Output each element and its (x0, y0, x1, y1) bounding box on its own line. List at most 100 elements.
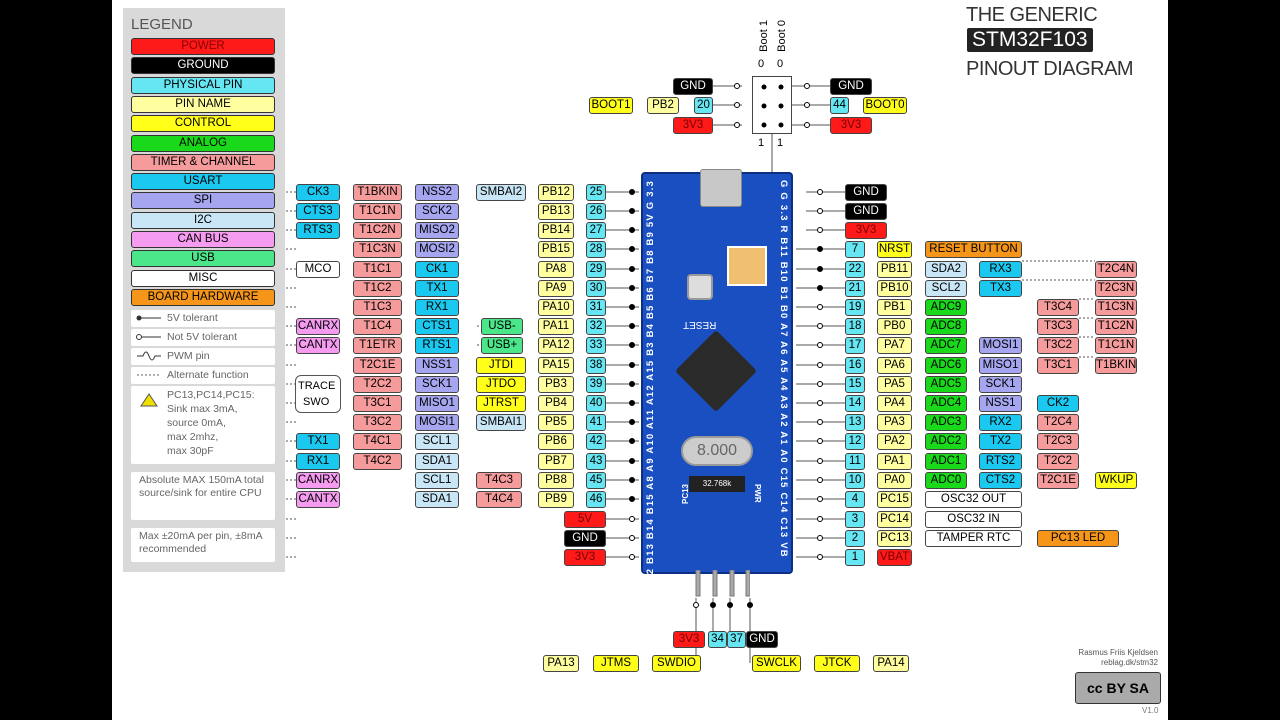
pin-label-name: PB4 (538, 395, 574, 412)
boot1-label: Boot 1 (758, 20, 770, 52)
pin-label-phys: 34 (708, 631, 727, 648)
legend-item: SPI (131, 192, 275, 210)
pin-label-gnd: GND (746, 631, 778, 648)
pin-label-name: PA10 (538, 299, 574, 316)
pin-label-phys: 12 (845, 433, 865, 450)
pin-label-tim: T3C1 (353, 395, 402, 412)
pin-label-spi: SCK1 (979, 376, 1022, 393)
pin-label-gnd: GND (845, 203, 887, 220)
pin-label-can: CANTX (296, 491, 340, 508)
pin-label-phys: 45 (586, 472, 606, 489)
pin-label-misc: MCO (296, 261, 340, 278)
mcu-chip (674, 329, 758, 413)
pin-label-spi: NSS1 (979, 395, 1022, 412)
pin-label-spi: SCK1 (415, 376, 459, 393)
reset-silkscreen: RESET (683, 319, 717, 330)
pin-label-ctrl: JTDI (476, 357, 526, 374)
pin-label-spi: NSS2 (415, 184, 459, 201)
legend-note-max20: Max ±20mA per pin, ±8mA recommended (131, 528, 275, 562)
pin-dot (804, 102, 810, 108)
legend-note-pwm: PWM pin (131, 348, 275, 365)
pin-label-tim: T1C4 (353, 318, 402, 335)
pwr-silkscreen: PWR (753, 484, 762, 503)
pin-dot (629, 400, 635, 406)
pin-label-can: CANRX (296, 318, 340, 335)
pin-label-tim: T3C3 (1037, 318, 1079, 335)
pin-label-phys: 10 (845, 472, 865, 489)
pin-label-tim: T3C1 (1037, 357, 1079, 374)
pin-label-name: PB6 (538, 433, 574, 450)
pin-label-phys: 11 (845, 453, 865, 470)
legend-note-alt: Alternate function (131, 367, 275, 384)
pin-dot (817, 323, 823, 329)
pin-dot (817, 227, 823, 233)
pin-dot (817, 208, 823, 214)
pin-dot (804, 122, 810, 128)
legend-item: ANALOG (131, 134, 275, 152)
pin-label-tim: T2C4N (1095, 261, 1137, 278)
pin-label-i2c: SCL2 (925, 280, 967, 297)
pin-label-spi: MOSI2 (415, 241, 459, 258)
pin-label-tim: T4C3 (476, 472, 522, 489)
boot-jumpers (727, 246, 767, 286)
pin-label-gnd: GND (673, 78, 713, 95)
pin-label-misc: TAMPER RTC (925, 530, 1022, 547)
pin-dot (629, 458, 635, 464)
boot-jumper-header (752, 76, 792, 134)
pin-label-name: PB13 (538, 203, 574, 220)
pin-label-pwr: 3V3 (845, 222, 887, 239)
pin-label-name: PA1 (877, 453, 912, 470)
pin-dot (629, 266, 635, 272)
legend-item: MISC (131, 269, 275, 287)
license-badge: cc BY SA (1075, 672, 1161, 704)
pin-label-phys: 27 (586, 222, 606, 239)
legend-item: POWER (131, 38, 275, 55)
pin-label-i2c: SDA2 (925, 261, 967, 278)
pin-label-phys: 40 (586, 395, 606, 412)
pin-label-usart: RTS2 (979, 453, 1022, 470)
pin-label-tim: T2C3 (1037, 433, 1079, 450)
pin-label-phys: 28 (586, 241, 606, 258)
swd-header-pins (694, 569, 751, 597)
pin-label-usart: CK2 (1037, 395, 1079, 412)
pin-label-usart: RX1 (415, 299, 459, 316)
pin-label-usart: TX3 (979, 280, 1022, 297)
pin-label-analog: ADC3 (925, 414, 967, 431)
pin-dot (629, 477, 635, 483)
reset-button (687, 274, 713, 300)
pin-dot (734, 83, 740, 89)
legend-note-not5v: Not 5V tolerant (131, 329, 275, 346)
pin-label-tim: T2C2 (353, 376, 402, 393)
pin-label-name: PC14 (877, 511, 912, 528)
pin-label-can: CANTX (296, 337, 340, 354)
pin-label-tim: T1ETR (353, 337, 402, 354)
pin-label-tim: T1C2N (353, 222, 402, 239)
boot1-one: 1 (758, 137, 765, 149)
pin-label-usb: USB- (481, 318, 523, 335)
crystal: 8.000 (681, 436, 753, 466)
pin-dot (629, 362, 635, 368)
pin-dot (629, 516, 635, 522)
pin-label-tim: T1C2 (353, 280, 402, 297)
pin-label-ctrl: BOOT0 (863, 97, 907, 114)
pin-label-tim: T1C3N (353, 241, 402, 258)
pin-label-phys: 32 (586, 318, 606, 335)
pin-label-analog: ADC5 (925, 376, 967, 393)
pin-dot (817, 477, 823, 483)
pin-label-name: PA3 (877, 414, 912, 431)
pin-label-phys: 29 (586, 261, 606, 278)
pin-label-name: PA5 (877, 376, 912, 393)
pin-label-tim: T3C2 (353, 414, 402, 431)
pin-label-phys: 30 (586, 280, 606, 297)
pin-dot (804, 83, 810, 89)
pin-dot (629, 304, 635, 310)
pin-label-ctrl: SWDIO (652, 655, 701, 672)
pin-label-spi: MISO1 (979, 357, 1022, 374)
left-header-silkscreen: B12 B13 B14 B15 A8 A9 A10 A11 A12 A15 B3… (645, 180, 656, 589)
pin-label-name: PA0 (877, 472, 912, 489)
pin-dot (629, 438, 635, 444)
pin-dot (817, 438, 823, 444)
pin-label-name: PA11 (538, 318, 574, 335)
pin-label-name: PA13 (543, 655, 579, 672)
